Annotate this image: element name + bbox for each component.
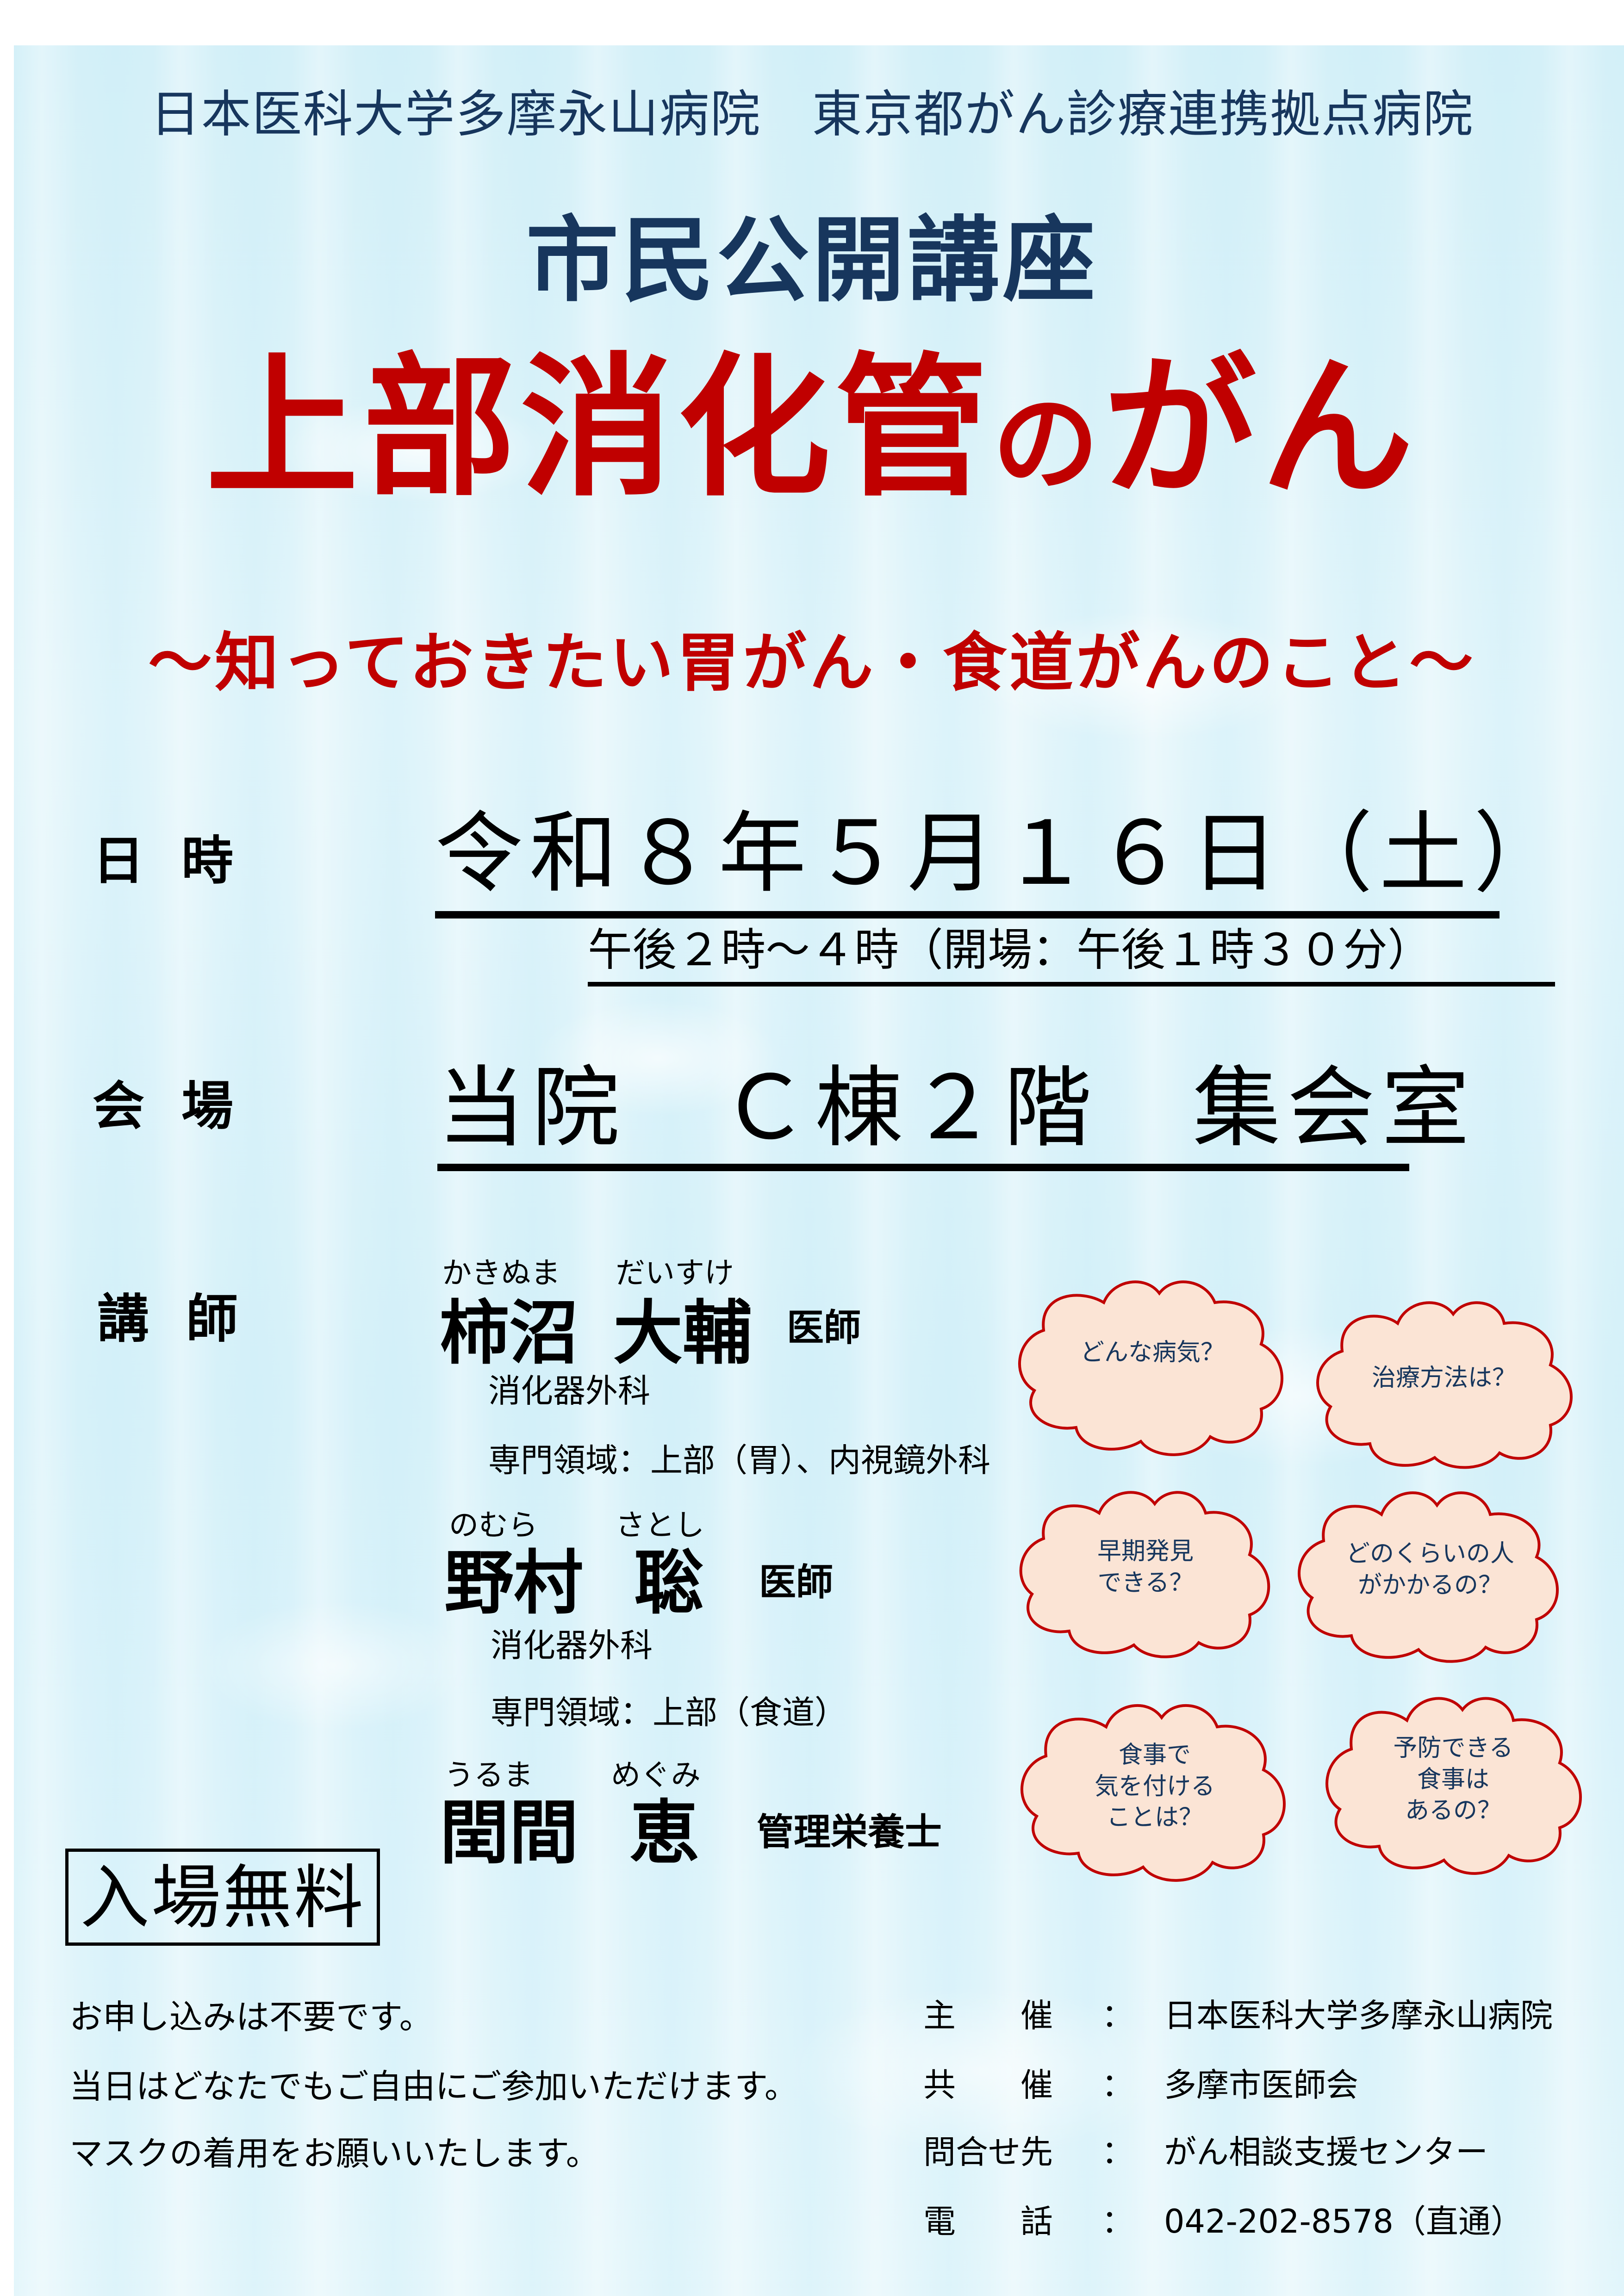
cloud-text: どんな病気？ xyxy=(1080,1339,1225,1366)
cloud-shape-icon xyxy=(1020,1704,1286,1882)
lecturer-1-given-name: 大輔 xyxy=(613,1293,753,1374)
note-line: マスクの着用をお願いいたします。 xyxy=(69,2134,599,2173)
event-date: 令和８年５月１６日（土） xyxy=(435,782,1562,918)
cloud-shape-icon xyxy=(1298,1491,1559,1663)
co-organizer-value: 多摩市医師会 xyxy=(1164,2066,1358,2104)
hospital-designation: 東京都がん診療連携拠点病院 xyxy=(812,86,1474,143)
lecturer-3-family-name: 閏間 xyxy=(440,1793,579,1874)
note-line: お申し込みは不要です。 xyxy=(69,1998,433,2036)
cloud-shape-icon xyxy=(1019,1491,1270,1658)
main-title-part2: がん xyxy=(1103,339,1419,517)
cloud-text: 食事で気を付けることは？ xyxy=(1094,1741,1215,1832)
lecturer-3-given-name: 恵 xyxy=(629,1793,699,1874)
question-cloud: どんな病気？ xyxy=(1011,1266,1294,1460)
main-title-part1: 上部消化管 xyxy=(205,339,993,517)
lecturer-3-family-ruby: うるま xyxy=(444,1758,533,1793)
lecturer-2-family-ruby: のむら xyxy=(449,1508,538,1543)
lecturer-1-title: 医師 xyxy=(787,1306,861,1349)
cloud-shape-icon xyxy=(1018,1280,1283,1456)
co-organizer-key: 共 催 xyxy=(923,2066,1053,2104)
co-organizer-colon: ： xyxy=(1101,2066,1134,2104)
lecturer-1-department: 消化器外科 xyxy=(488,1372,650,1410)
cloud-shape-icon xyxy=(1325,1697,1582,1875)
lecturer-3-title: 管理栄養士 xyxy=(757,1811,942,1854)
organizer-value: 日本医科大学多摩永山病院 xyxy=(1164,1997,1553,2035)
cloud-text: どのくらいの人がかかるの？ xyxy=(1345,1540,1514,1599)
hospital-name: 日本医科大学多摩永山病院 xyxy=(150,86,761,143)
lecturer-1-family-name: 柿沼 xyxy=(440,1293,579,1374)
lecturer-3-given-ruby: めぐみ xyxy=(611,1758,701,1793)
phone-colon: ： xyxy=(1101,2203,1134,2240)
question-cloud: どのくらいの人がかかるの？ xyxy=(1291,1478,1569,1668)
contact-value: がん相談支援センター xyxy=(1164,2133,1488,2171)
lecturer-2-specialty: 専門領域：上部（食道） xyxy=(491,1694,847,1731)
lecturer-1-given-ruby: だいすけ xyxy=(616,1256,734,1291)
header-line: 日本医科大学多摩永山病院 東京都がん診療連携拠点病院 xyxy=(0,74,1624,146)
phone-value: 042-202-8578（直通） xyxy=(1164,2203,1523,2240)
lecturer-2-department: 消化器外科 xyxy=(491,1626,653,1664)
contact-key: 問合せ先 xyxy=(923,2133,1053,2171)
admission-free-badge: 入場無料 xyxy=(65,1849,380,1946)
cloud-text: 予防できる食事はあるの？ xyxy=(1393,1734,1513,1825)
subtitle: ～知っておきたい胃がん・食道がんのこと～ xyxy=(148,626,1476,700)
organizer-colon: ： xyxy=(1101,1997,1134,2035)
lecturer-2-family-name: 野村 xyxy=(444,1543,584,1624)
date-label: 日時 xyxy=(93,831,270,891)
question-cloud: 予防できる食事はあるの？ xyxy=(1319,1680,1587,1883)
question-cloud: 早期発見できる？ xyxy=(1014,1478,1277,1663)
question-cloud: 食事で気を付けることは？ xyxy=(1014,1689,1296,1888)
main-title-particle: の xyxy=(992,383,1104,506)
cloud-text: 治療方法は？ xyxy=(1371,1364,1516,1392)
venue-value: 当院 Ｃ棟２階 集会室 xyxy=(437,1036,1469,1171)
cloud-text: 早期発見できる？ xyxy=(1097,1538,1194,1597)
lecturer-2-title: 医師 xyxy=(759,1561,833,1604)
venue-label: 会場 xyxy=(93,1076,270,1136)
question-cloud: 治療方法は？ xyxy=(1310,1286,1578,1471)
lecturer-label: 講師 xyxy=(97,1289,275,1349)
organizer-key: 主 催 xyxy=(923,1997,1053,2035)
phone-key: 電 話 xyxy=(923,2203,1053,2240)
lecturer-2-given-ruby: さとし xyxy=(616,1508,704,1543)
event-time: 午後２時～４時（開場：午後１時３０分） xyxy=(588,914,1555,987)
lecturer-1-family-ruby: かきぬま xyxy=(442,1256,560,1291)
main-title: 上部消化管のがん xyxy=(0,352,1624,504)
lecturer-2-given-name: 聡 xyxy=(634,1543,704,1624)
cloud-shape-icon xyxy=(1316,1301,1573,1469)
note-line: 当日はどなたでもご自由にご参加いただけます。 xyxy=(69,2067,798,2106)
series-title: 市民公開講座 xyxy=(526,207,1098,315)
contact-colon: ： xyxy=(1101,2133,1134,2171)
lecturer-1-specialty: 専門領域：上部（胃）、内視鏡外科 xyxy=(488,1441,990,1479)
